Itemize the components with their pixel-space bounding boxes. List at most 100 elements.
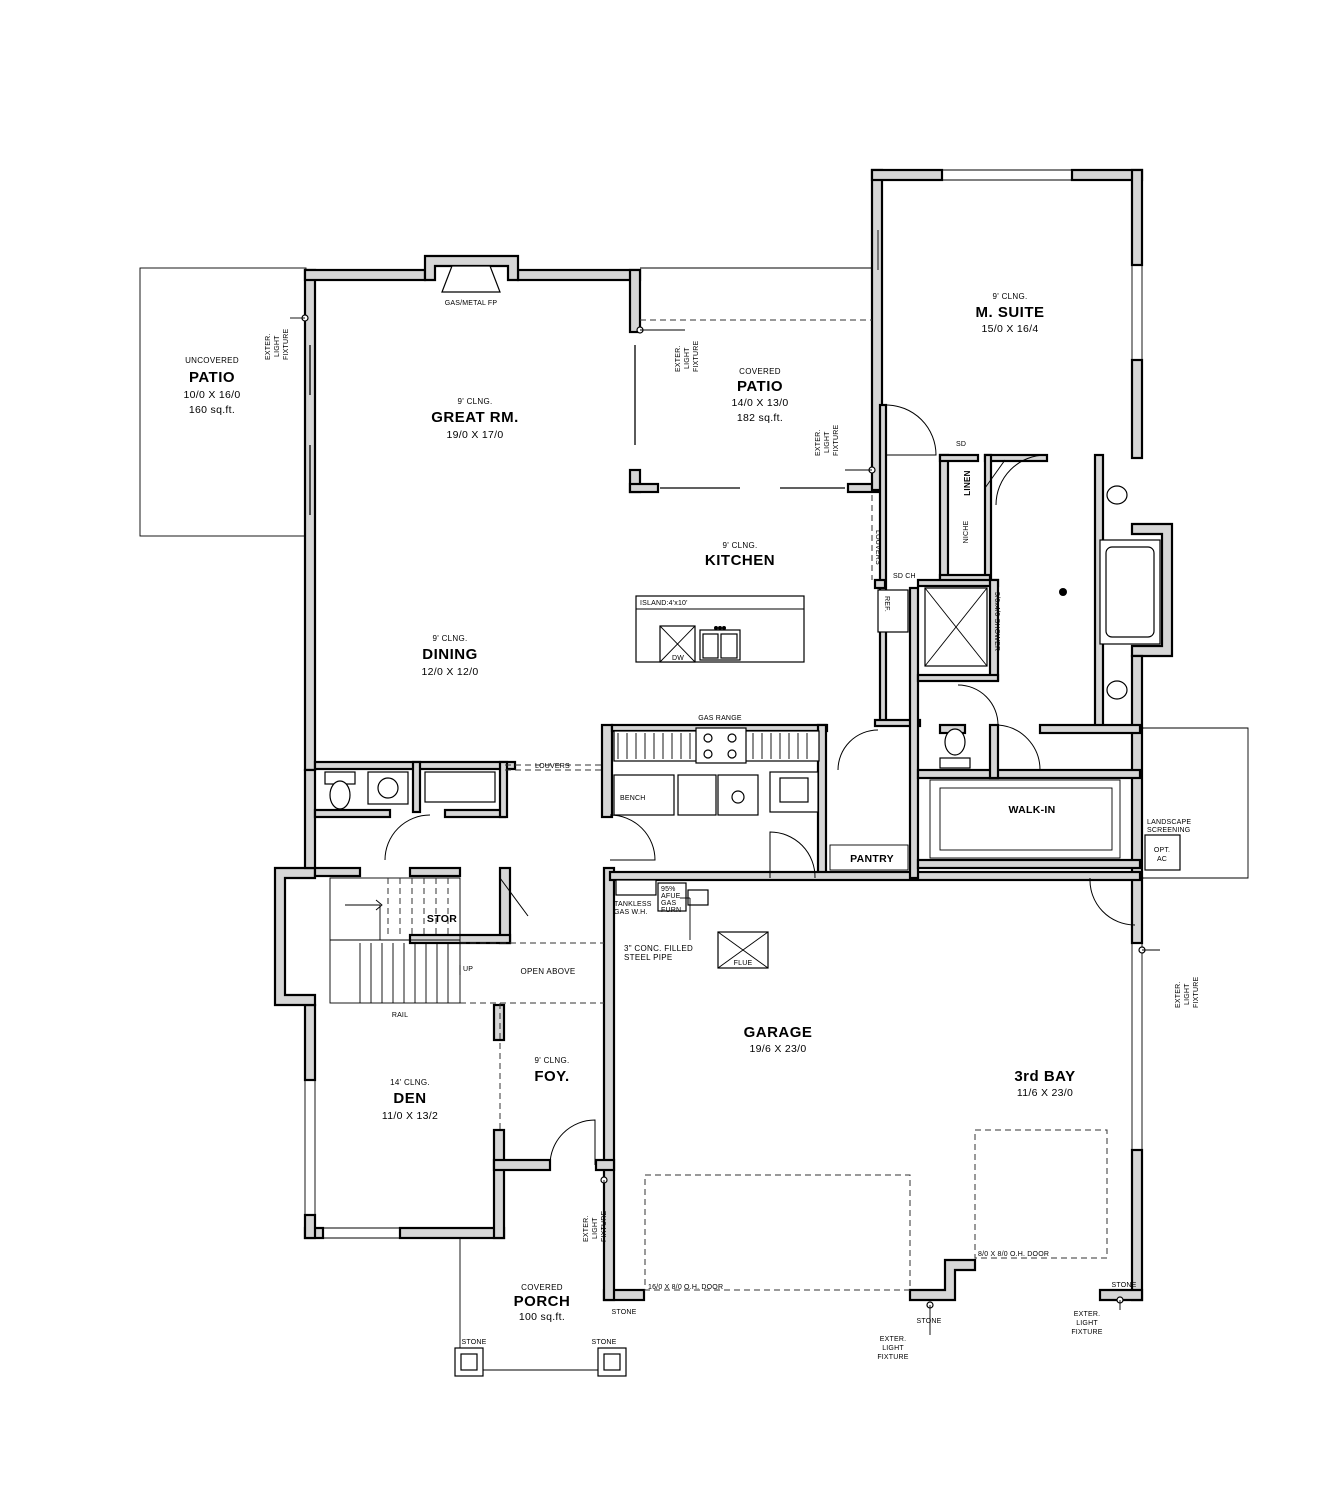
tankless-label-2: GAS W.H. xyxy=(614,909,648,916)
doors xyxy=(384,404,1136,1166)
light-label: LIGHT xyxy=(592,1217,599,1239)
uncovered-patio-area: 160 sq.ft. xyxy=(189,404,235,416)
great-rm-ceiling: 9' CLNG. xyxy=(457,397,492,406)
stor-name: STOR xyxy=(427,913,457,925)
exter-label: EXTER. xyxy=(583,1216,590,1242)
stone-label: STONE xyxy=(612,1309,637,1316)
room-labels: UNCOVERED PATIO 10/0 X 16/0 160 sq.ft. 9… xyxy=(183,292,1075,1323)
third-bay-name: 3rd BAY xyxy=(1014,1068,1075,1085)
covered-patio-note: COVERED xyxy=(739,367,781,376)
windows xyxy=(304,169,1143,1239)
light-label: LIGHT xyxy=(824,431,831,453)
exter-label: EXTER. xyxy=(815,430,822,456)
louvers-lower-label: LOUVERS xyxy=(535,763,570,770)
linen-name: LINEN xyxy=(963,470,972,496)
covered-patio-name: PATIO xyxy=(737,378,783,395)
uncovered-patio-name: PATIO xyxy=(189,369,235,386)
foy-ceiling: 9' CLNG. xyxy=(534,1056,569,1065)
open-above-label: OPEN ABOVE xyxy=(520,967,575,976)
pipe-label-1: 3" CONC. FILLED xyxy=(624,944,693,953)
great-rm-dims: 19/0 X 17/0 xyxy=(446,429,503,441)
porch-name: PORCH xyxy=(514,1293,571,1310)
m-suite-ceiling: 9' CLNG. xyxy=(992,292,1027,301)
dining-name: DINING xyxy=(422,646,478,663)
shower-label: 5/0x4/0 SHOWER xyxy=(993,592,1000,651)
light-label: LIGHT xyxy=(1076,1320,1098,1327)
tankless-label-1: TANKLESS xyxy=(614,901,652,908)
fixture-label: FIXTURE xyxy=(833,425,840,456)
covered-patio-area: 182 sq.ft. xyxy=(737,412,783,424)
fixture-label: FIXTURE xyxy=(877,1354,908,1361)
sd-ch-label: SD CH xyxy=(893,573,916,580)
exter-light-fixture-labels: EXTER. LIGHT FIXTURE EXTER. LIGHT FIXTUR… xyxy=(265,329,1200,1361)
gas-range-label: GAS RANGE xyxy=(698,715,742,722)
stone-label: STONE xyxy=(917,1318,942,1325)
exterior-walls xyxy=(273,168,1174,1302)
foy-name: FOY. xyxy=(534,1068,569,1085)
pantry-name: PANTRY xyxy=(850,853,894,865)
pipe-label-2: STEEL PIPE xyxy=(624,953,673,962)
uncovered-patio-dims: 10/0 X 16/0 xyxy=(183,389,240,401)
exter-label: EXTER. xyxy=(1074,1311,1100,1318)
dw-label: DW xyxy=(672,655,684,662)
furn-label-4: FURN xyxy=(661,907,681,914)
fixture-labels: GAS/METAL FP ISLAND:4'x10' DW GAS RANGE … xyxy=(392,300,1191,1291)
fixture-label: FIXTURE xyxy=(283,329,290,360)
garage-name: GARAGE xyxy=(744,1024,813,1041)
exter-label: EXTER. xyxy=(675,346,682,372)
furn-label-3: GAS xyxy=(661,900,677,907)
dashed-lines xyxy=(460,319,1108,1291)
m-suite-dims: 15/0 X 16/4 xyxy=(981,323,1038,335)
light-label: LIGHT xyxy=(274,335,281,357)
landscape-label-1: LANDSCAPE xyxy=(1147,819,1191,826)
exter-label: EXTER. xyxy=(1175,982,1182,1008)
garage-dims: 19/6 X 23/0 xyxy=(749,1043,806,1055)
porch-area: 100 sq.ft. xyxy=(519,1311,565,1323)
niche-label: NICHE xyxy=(963,520,970,543)
den-dims: 11/0 X 13/2 xyxy=(382,1110,438,1122)
light-label: LIGHT xyxy=(684,347,691,369)
opt-label-2: AC xyxy=(1157,856,1167,863)
porch-note: COVERED xyxy=(521,1283,563,1292)
ref-label: REF. xyxy=(883,596,890,612)
up-label: UP xyxy=(463,966,473,973)
gas-metal-fp-label: GAS/METAL FP xyxy=(445,300,498,307)
fixture-label: FIXTURE xyxy=(601,1211,608,1242)
m-suite-name: M. SUITE xyxy=(975,304,1044,321)
fixtures xyxy=(290,265,1230,1377)
door-label-1: 16/0 X 8/0 O.H. DOOR xyxy=(648,1284,723,1291)
opt-label-1: OPT. xyxy=(1154,847,1170,854)
covered-patio-dims: 14/0 X 13/0 xyxy=(731,397,788,409)
den-ceiling: 14' CLNG. xyxy=(390,1078,430,1087)
den-name: DEN xyxy=(393,1090,426,1107)
great-rm-name: GREAT RM. xyxy=(431,409,519,426)
flue-label: FLUE xyxy=(734,960,753,967)
louvers-upper-label: LOUVERS xyxy=(874,530,881,565)
stone-label: STONE xyxy=(592,1339,617,1346)
dining-ceiling: 9' CLNG. xyxy=(432,634,467,643)
third-bay-dims: 11/6 X 23/0 xyxy=(1017,1087,1073,1099)
kitchen-ceiling: 9' CLNG. xyxy=(722,541,757,550)
door-label-2: 8/0 X 8/0 O.H. DOOR xyxy=(978,1251,1049,1258)
stone-label: STONE xyxy=(1112,1282,1137,1289)
light-label: LIGHT xyxy=(1184,983,1191,1005)
dining-dims: 12/0 X 12/0 xyxy=(421,666,478,678)
island-label: ISLAND:4'x10' xyxy=(640,600,688,607)
furn-label-1: 95% xyxy=(661,886,676,893)
stone-labels: STONE STONE STONE STONE STONE xyxy=(462,1282,1137,1346)
stairs xyxy=(329,877,461,1004)
kitchen-name: KITCHEN xyxy=(705,552,775,569)
rail-label: RAIL xyxy=(392,1012,408,1019)
landscape-label-2: SCREENING xyxy=(1147,827,1190,834)
uncovered-patio-note: UNCOVERED xyxy=(185,356,239,365)
stone-label: STONE xyxy=(462,1339,487,1346)
light-label: LIGHT xyxy=(882,1345,904,1352)
fixture-label: FIXTURE xyxy=(693,341,700,372)
walk-in-name: WALK-IN xyxy=(1008,804,1055,816)
fixture-label: FIXTURE xyxy=(1193,977,1200,1008)
exter-label: EXTER. xyxy=(880,1336,906,1343)
bench-label: BENCH xyxy=(620,795,646,802)
exter-label: EXTER. xyxy=(265,334,272,360)
furn-label-2: AFUE xyxy=(661,893,681,900)
